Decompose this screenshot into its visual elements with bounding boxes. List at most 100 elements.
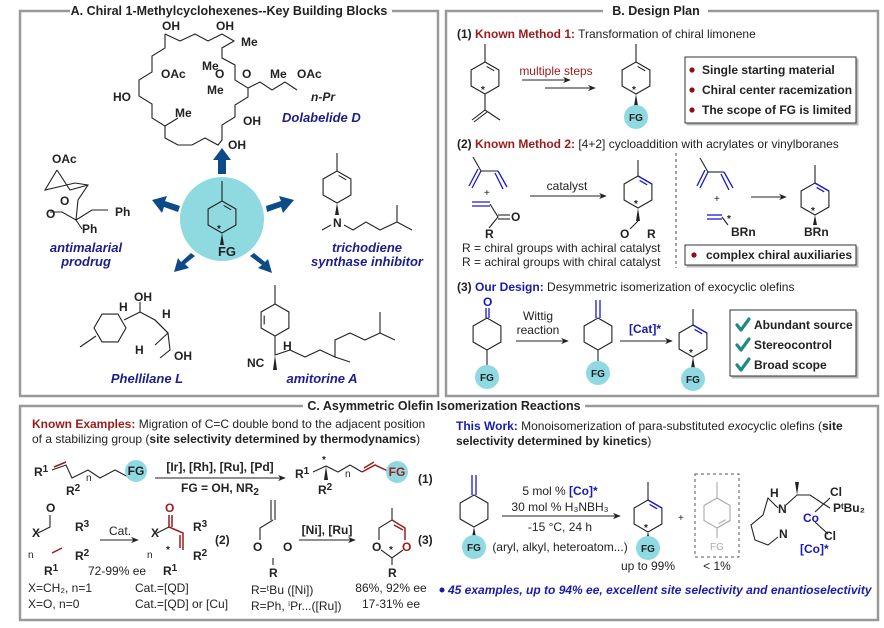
diene-double bbox=[696, 169, 706, 187]
plus-sign: + bbox=[678, 513, 684, 524]
atom-label: O bbox=[253, 540, 262, 554]
diene-bond bbox=[497, 170, 508, 188]
side-chain bbox=[247, 81, 298, 91]
catalyst-name: [Co]* bbox=[800, 542, 829, 556]
method1-product: * FG bbox=[621, 44, 651, 129]
r1-label: R1 bbox=[295, 466, 310, 481]
bullet-icon bbox=[689, 87, 695, 93]
atom-label: H bbox=[770, 486, 779, 500]
check-icon bbox=[735, 357, 751, 372]
atom-label: H bbox=[162, 307, 171, 321]
atom-label: X bbox=[32, 526, 40, 540]
double-bond bbox=[816, 186, 825, 193]
n-label: n bbox=[86, 473, 92, 484]
atom-label: Me bbox=[202, 59, 219, 73]
atom-label: H bbox=[283, 339, 292, 353]
compound-name-synthase-inhibitor: synthase inhibitor bbox=[311, 254, 424, 269]
r1-label: R1 bbox=[163, 563, 178, 578]
cyclohexane-ring bbox=[583, 317, 613, 351]
reaction-2: O X R3 R2 R1 n Cat. O X R3 R2 R1 n * (2)… bbox=[28, 501, 230, 611]
r2-label: R2 bbox=[193, 548, 208, 563]
fg-label: FG bbox=[128, 464, 145, 478]
atom-label: X bbox=[151, 526, 159, 540]
atom-label: OH bbox=[162, 19, 180, 33]
method2-note: R = achiral groups with chiral catalyst bbox=[462, 255, 661, 269]
atom-label: Ph bbox=[115, 205, 130, 219]
double-bond-outer bbox=[637, 175, 653, 185]
double-bond-outer bbox=[716, 520, 731, 529]
conjugated-bond bbox=[168, 515, 184, 550]
co-cl-bond bbox=[814, 497, 831, 513]
catalyst-label: Cat. bbox=[109, 524, 131, 538]
reaction-1: R1 R2 n FG [Ir], [Rh], [Ru], [Pd] FG = O… bbox=[34, 455, 433, 498]
panel-b: B. Design Plan (1) Known Method 1: Trans… bbox=[444, 4, 880, 398]
fg-label: FG bbox=[710, 542, 724, 553]
diene-bond bbox=[471, 170, 482, 189]
compound-name-phellilane-l: Phellilane L bbox=[111, 371, 183, 386]
bullet-icon bbox=[689, 107, 695, 113]
dolabelide-d-structure: OH OH Me Me O O OAc Me OAc HO Me n-Pr Me… bbox=[113, 19, 361, 152]
panel-c-frame bbox=[18, 404, 880, 622]
cobalt-catalyst: H N Cl PᵗBu₂ Co N Cl [Co]* bbox=[750, 482, 865, 556]
double-bond bbox=[51, 547, 63, 554]
r2-label: R2 bbox=[318, 482, 333, 497]
double-bond bbox=[694, 328, 703, 335]
major-yield: up to 99% bbox=[621, 559, 675, 573]
r1-label: R1 bbox=[44, 563, 59, 578]
alkane-chain bbox=[312, 464, 363, 473]
atom-label: BRn bbox=[804, 225, 829, 239]
alkene-chain bbox=[51, 464, 131, 479]
method2-left-product: * O R bbox=[620, 160, 656, 241]
catalyst-condition: Cat.=[QD] bbox=[135, 581, 189, 595]
double-bond bbox=[486, 65, 495, 72]
n-label: n bbox=[345, 469, 351, 480]
compound-name-prodrug: prodrug bbox=[60, 254, 111, 269]
atom-label: Me bbox=[270, 67, 287, 81]
method2-right-product: * BRn bbox=[800, 165, 830, 239]
atom-label: Cl bbox=[824, 529, 836, 543]
isopropenyl-methyl bbox=[484, 109, 501, 121]
panel-b-frame bbox=[444, 9, 880, 398]
double-bond-outer bbox=[692, 324, 708, 334]
compound-name-amitorine-a: amitorine A bbox=[286, 371, 357, 386]
arrow-label: catalyst bbox=[547, 179, 588, 193]
side-chain bbox=[274, 332, 396, 358]
atom-label: H bbox=[119, 300, 128, 314]
atom-label: O bbox=[60, 194, 69, 208]
advantage-item: Abundant source bbox=[754, 318, 853, 332]
fg-label: FG bbox=[629, 113, 643, 124]
diene-double bbox=[468, 168, 479, 187]
fg-circle bbox=[125, 460, 147, 482]
diene-bond bbox=[699, 171, 709, 189]
double-bond bbox=[649, 503, 658, 510]
double-bond bbox=[639, 179, 648, 186]
atom-label: O bbox=[165, 501, 174, 515]
double-bond bbox=[53, 461, 67, 468]
plus-sign: + bbox=[714, 194, 720, 205]
wedge-bond bbox=[335, 203, 339, 215]
arrow-right-icon bbox=[266, 196, 294, 213]
cyclohexene-ring bbox=[703, 497, 731, 529]
method1-drawbacks-box bbox=[684, 56, 857, 124]
wedge-bond bbox=[691, 357, 695, 368]
check-icon bbox=[735, 317, 751, 332]
cyclohexene-ring bbox=[260, 303, 290, 337]
fg-label: FG bbox=[686, 375, 700, 386]
panel-a-frame bbox=[18, 9, 440, 398]
atom-label: R bbox=[388, 566, 397, 580]
step1-label: reaction bbox=[517, 323, 560, 337]
prenyl-chain bbox=[343, 221, 413, 231]
fg-circle bbox=[462, 535, 486, 559]
result-value: 86%, 92% ee bbox=[355, 581, 427, 595]
method1-drawbacks: Single starting material Chiral center r… bbox=[689, 63, 852, 117]
atom-label: H bbox=[135, 343, 144, 357]
panel-b-title: B. Design Plan bbox=[612, 4, 700, 18]
summary-highlight: 45 examples, up to 94% ee, excellent sit… bbox=[447, 583, 873, 597]
vinyl-bond bbox=[721, 216, 729, 226]
isopropenyl-bond bbox=[471, 94, 486, 121]
catalyst-label: [Cat]* bbox=[629, 322, 661, 336]
method2-left-reactants: + O R bbox=[468, 156, 520, 241]
stereo-star: * bbox=[632, 85, 636, 96]
methyl-bond bbox=[472, 156, 482, 172]
